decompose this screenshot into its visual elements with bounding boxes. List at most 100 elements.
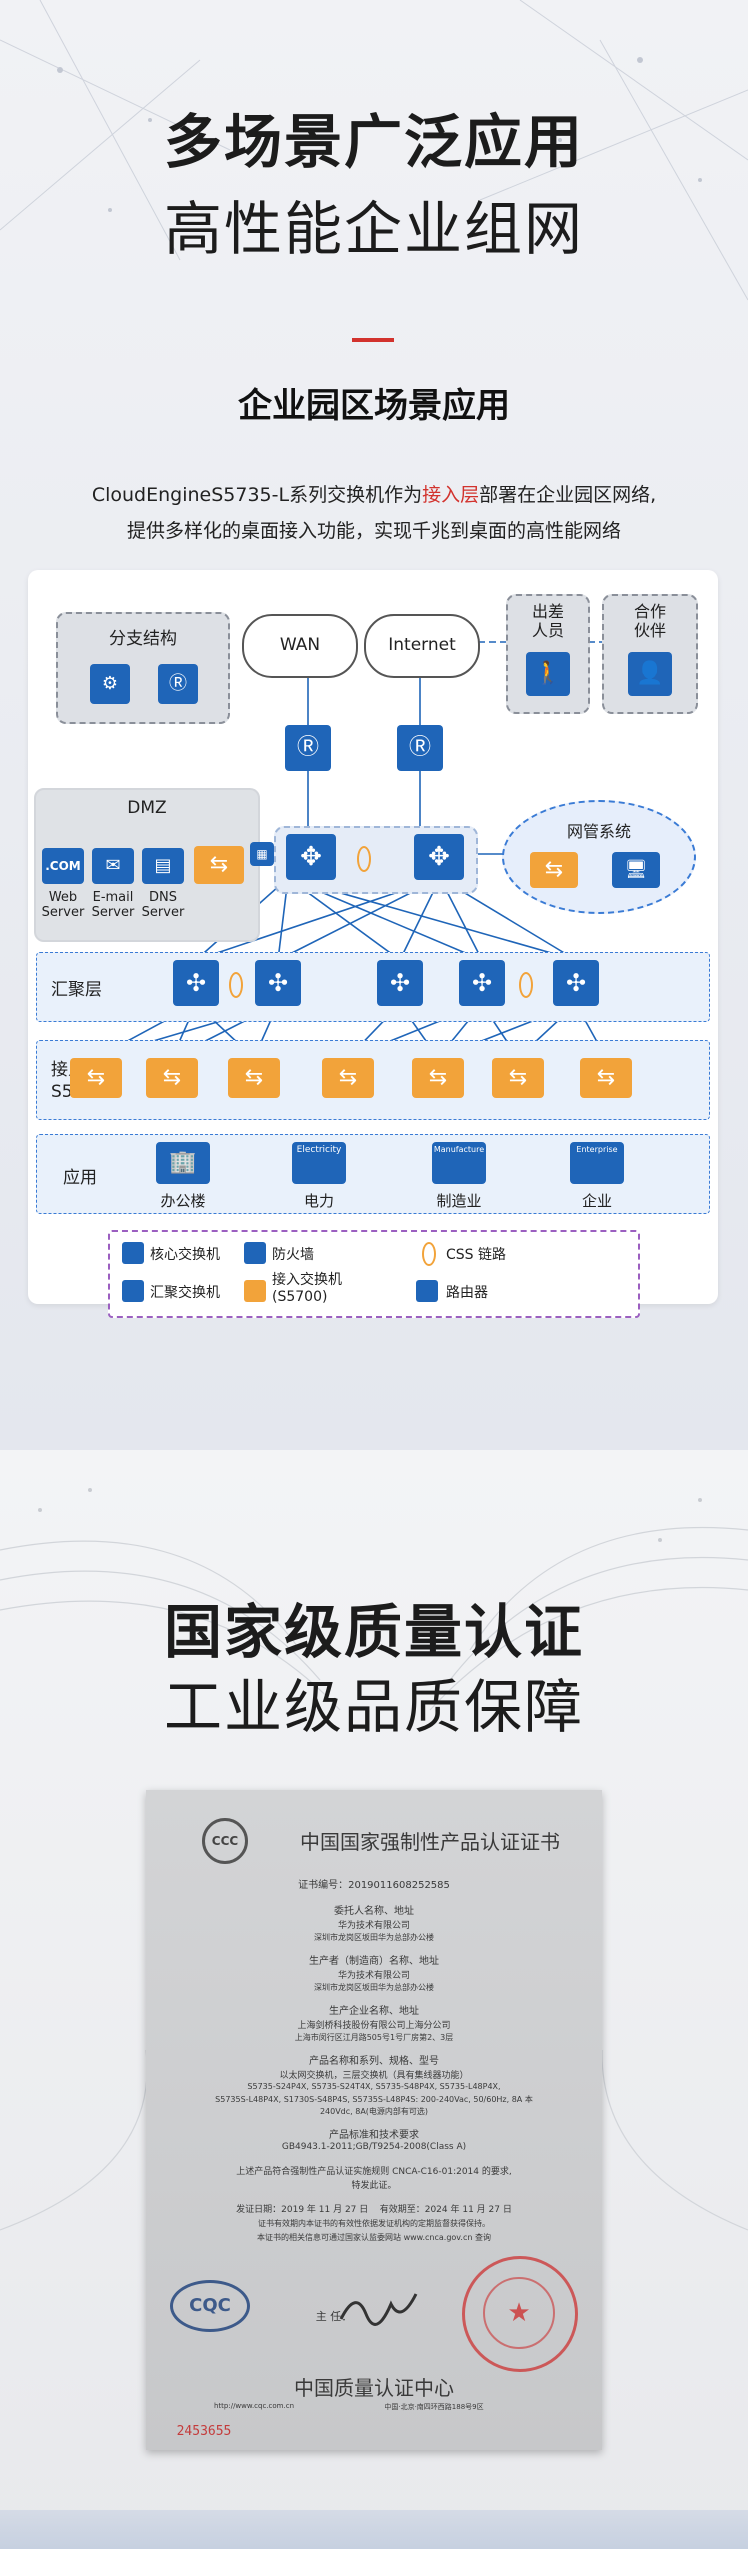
internet-cloud: Internet <box>364 614 480 678</box>
bottom-band <box>0 2510 748 2549</box>
wan-router-icon: Ⓡ <box>285 725 331 771</box>
partner-label-1: 合作 <box>633 602 666 621</box>
email-server-icon: ✉ <box>92 848 134 884</box>
enterprise-badge: Enterprise <box>576 1145 618 1154</box>
legend-access-switch-icon <box>244 1280 266 1302</box>
red-seal-star-icon: ★ <box>483 2277 555 2349</box>
dmz-label: DMZ <box>127 798 167 818</box>
rule-text-1: 上述产品符合强制性产品认证实施规则 CNCA-C16-01:2014 的要求, <box>236 2167 512 2177</box>
app-enterprise-label: 企业 <box>581 1192 612 1210</box>
cert-number-row: 证书编号：2019011608252585 <box>146 1876 602 1891</box>
manufacturing-icon: Manufacture <box>432 1142 486 1184</box>
applicant-name: 华为技术有限公司 <box>337 1921 410 1931</box>
partner-label: 合作伙伴 <box>604 602 696 640</box>
cqc-logo: CQC <box>170 2280 250 2332</box>
branch-label: 分支结构 <box>109 629 177 649</box>
application-section: 多场景广泛应用 高性能企业组网 企业园区场景应用 CloudEngineS573… <box>0 0 748 1450</box>
aggregation-tier-label: 汇聚层 <box>51 980 102 1000</box>
factory-label: 生产企业名称、地址 <box>329 2006 419 2017</box>
product-models-3: 240Vdc, 8A(电源内部有可选) <box>319 2107 429 2116</box>
web-server-icon: .COM <box>42 848 84 884</box>
power-badge: Electricity <box>296 1145 342 1155</box>
office-building-icon: 🏢 <box>156 1142 210 1184</box>
background-wave-decoration <box>0 1488 748 2231</box>
access-switch-6-icon: ⇆ <box>580 1058 632 1098</box>
agg-css-link-1-icon <box>229 972 243 998</box>
partner-box: 合作伙伴 👤 <box>602 594 698 714</box>
footer-addr: 中国·北京·南四环西路188号9区 <box>384 2403 484 2411</box>
product-models-2: S5735S-L48P4X, S1730S-S48P4S, S5735S-L48… <box>215 2095 533 2104</box>
legend-agg-switch: 汇聚交换机 <box>150 1285 220 1301</box>
description-line2: 提供多样化的桌面接入功能，实现千兆到桌面的高性能网络 <box>126 520 621 542</box>
partner-label-2: 伙伴 <box>633 621 666 640</box>
branch-box: 分支结构 ⚙ Ⓡ <box>56 612 230 724</box>
legend-css-link: CSS 链路 <box>446 1247 506 1263</box>
partner-icon: 👤 <box>628 652 672 696</box>
enterprise-icon: Enterprise <box>570 1142 624 1184</box>
dns-server-icon: ▤ <box>142 848 184 884</box>
headline-line1: 多场景广泛应用 <box>163 108 584 176</box>
email-label-2: Server <box>91 905 135 920</box>
branch-router-icon: Ⓡ <box>158 664 198 704</box>
web-label-1: Web <box>48 890 78 905</box>
access-switch-0-icon: ⇆ <box>70 1058 122 1098</box>
desc-part1: CloudEngineS5735-L系列交换机作为 <box>91 484 423 506</box>
application-tier-label: 应用 <box>63 1168 97 1188</box>
legend-router-icon <box>416 1280 438 1302</box>
dates-row: 发证日期：2019 年 11 月 27 日 有效期至：2024 年 11 月 2… <box>146 2202 602 2215</box>
branch-office-icon: ⚙ <box>90 664 130 704</box>
core-switch-1-icon: ✥ <box>286 834 336 880</box>
manufacturer-addr: 深圳市龙岗区坂田华为总部办公楼 <box>314 1983 434 1992</box>
agg-css-link-2-icon <box>519 972 533 998</box>
diagram-legend: 核心交换机 防火墙 CSS 链路 汇聚交换机 接入交换机(S5700) 路由器 <box>108 1230 640 1318</box>
legend-firewall-icon <box>244 1242 266 1264</box>
legend-core-switch-icon <box>122 1242 144 1264</box>
manufacturer-label: 生产者（制造商）名称、地址 <box>309 1956 439 1967</box>
description-line1: CloudEngineS5735-L系列交换机作为接入层部署在企业园区网络, <box>0 480 748 507</box>
product-models-1: S5735-S24P4X, S5735-S24T4X, S5735-S48P4X… <box>247 2082 501 2091</box>
agg-switch-5-icon: ✣ <box>553 960 599 1006</box>
product-name: 以太网交换机，三层交换机（具有集线器功能） <box>279 2071 469 2081</box>
access-switch-4-icon: ⇆ <box>412 1058 464 1098</box>
access-switch-3-icon: ⇆ <box>322 1058 374 1098</box>
legend-access-switch-1: 接入交换机 <box>272 1272 342 1288</box>
desc-part2: 部署在企业园区网络, <box>479 484 657 506</box>
dmz-switch-icon: ⇆ <box>194 846 244 884</box>
core-css-link-icon <box>357 846 371 872</box>
ccc-mark: CCC <box>202 1818 248 1864</box>
chairman-signature-icon <box>339 2293 418 2326</box>
dns-label-1: DNS <box>149 890 177 905</box>
cert-no: 2019011608252585 <box>348 1880 450 1891</box>
legend-core-switch: 核心交换机 <box>150 1247 220 1263</box>
nms-oval: 网管系统 ⇆ 🖥 <box>502 800 696 914</box>
legend-access-switch-2: (S5700) <box>272 1289 328 1305</box>
center-name: 中国质量认证中心 <box>294 2376 454 2400</box>
section-subtitle: 企业园区场景应用 <box>238 386 510 426</box>
travel-staff-box: 出差人员 🚶 <box>506 594 590 714</box>
factory-name: 上海剑桥科技股份有限公司上海分公司 <box>297 2021 451 2031</box>
headline-line2: 高性能企业组网 <box>163 195 584 263</box>
manufacturer-name: 华为技术有限公司 <box>337 1971 410 1981</box>
legend-agg-switch-icon <box>122 1280 144 1302</box>
travel-label-2: 人员 <box>531 621 564 640</box>
expire-date: 2024 年 11 月 27 日 <box>424 2205 512 2215</box>
product-label: 产品名称和系列、规格、型号 <box>309 2056 439 2067</box>
cert-headline-line1: 国家级质量认证 <box>163 1598 584 1666</box>
app-manufacturing-label: 制造业 <box>436 1192 482 1210</box>
accent-bar <box>352 338 394 342</box>
issue-date: 2019 年 11 月 27 日 <box>281 2205 369 2215</box>
legend-router: 路由器 <box>446 1285 488 1301</box>
access-switch-1-icon: ⇆ <box>146 1058 198 1098</box>
background-network-decoration <box>0 0 748 301</box>
query-note: 本证书的相关信息可通过国家认监委网站 www.cnca.gov.cn 查询 <box>257 2233 491 2242</box>
app-office-label: 办公楼 <box>160 1192 206 1210</box>
manufacturing-badge: Manufacture <box>433 1145 485 1154</box>
travel-label: 出差人员 <box>508 602 588 640</box>
network-diagram-card: 分支结构 ⚙ Ⓡ WAN Internet 出差人员 🚶 合作伙伴 👤 Ⓡ Ⓡ … <box>28 570 718 1318</box>
standard-label: 产品标准和技术要求 <box>329 2130 419 2141</box>
aggregation-tier: 汇聚层 <box>36 952 710 1022</box>
certificate-image: CCC 中国国家强制性产品认证证书 证书编号：2019011608252585 … <box>146 1790 602 2450</box>
factory-addr: 上海市闵行区江月路505号1号厂房第2、3层 <box>294 2033 454 2042</box>
